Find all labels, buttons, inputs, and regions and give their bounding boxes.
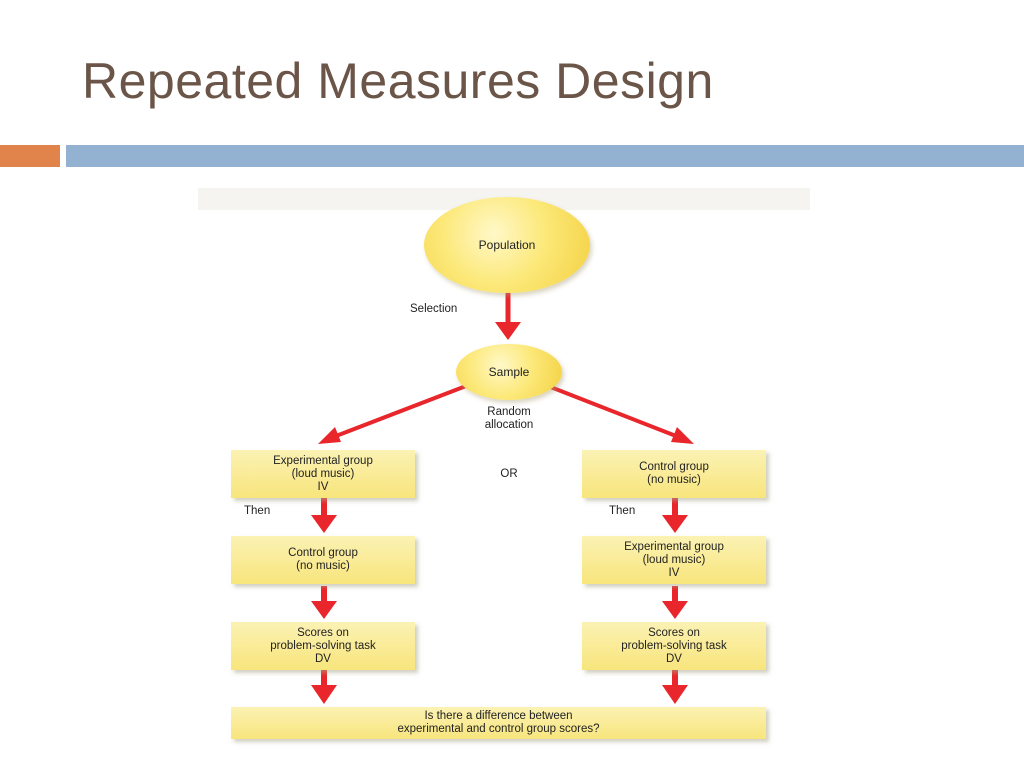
arrowhead-left-then xyxy=(311,515,337,533)
right-second-group-box: Experimental group (loud music) IV xyxy=(582,536,766,584)
left-scores-box: Scores on problem-solving task DV xyxy=(231,622,415,670)
selection-label: Selection xyxy=(410,303,458,315)
left-then-label: Then xyxy=(244,505,271,517)
left-first-group-box: Experimental group (loud music) IV xyxy=(231,450,415,498)
slide-title: Repeated Measures Design xyxy=(82,53,714,109)
right-then-label: Then xyxy=(609,505,636,517)
arrowhead-to-left xyxy=(318,427,341,444)
or-label: OR xyxy=(500,468,518,480)
arrowhead-selection xyxy=(495,322,521,340)
arrowhead-right-to-scores xyxy=(662,601,688,619)
arrowhead-to-right xyxy=(671,427,694,444)
arrowhead-right-to-question xyxy=(662,685,688,704)
random-allocation-label: Random allocation xyxy=(484,406,534,431)
question-box: Is there a difference between experiment… xyxy=(231,707,766,739)
accent-bar-blue xyxy=(66,145,1024,167)
right-first-group-box: Control group (no music) xyxy=(582,450,766,498)
accent-bar-orange xyxy=(0,145,60,167)
arrow-to-left xyxy=(335,384,467,438)
arrowhead-left-to-question xyxy=(311,685,337,704)
arrow-to-right xyxy=(547,384,677,438)
population-node: Population xyxy=(424,197,590,293)
sample-node: Sample xyxy=(456,344,562,400)
arrowhead-left-to-scores xyxy=(311,601,337,619)
right-scores-box: Scores on problem-solving task DV xyxy=(582,622,766,670)
arrowhead-right-then xyxy=(662,515,688,533)
left-second-group-box: Control group (no music) xyxy=(231,536,415,584)
